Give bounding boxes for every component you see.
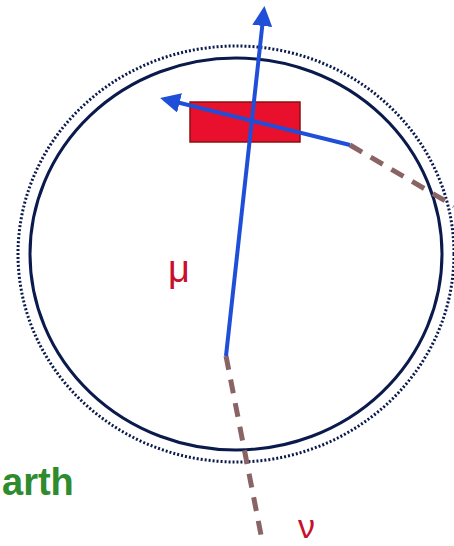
muon-track (226, 10, 264, 356)
muon-track (164, 99, 350, 145)
earth-label: arth (2, 463, 74, 501)
neutrino-path (226, 356, 262, 540)
neutrino-path (350, 145, 454, 206)
neutrino-symbol: ν (298, 509, 315, 543)
muon-symbol: μ (168, 250, 190, 288)
